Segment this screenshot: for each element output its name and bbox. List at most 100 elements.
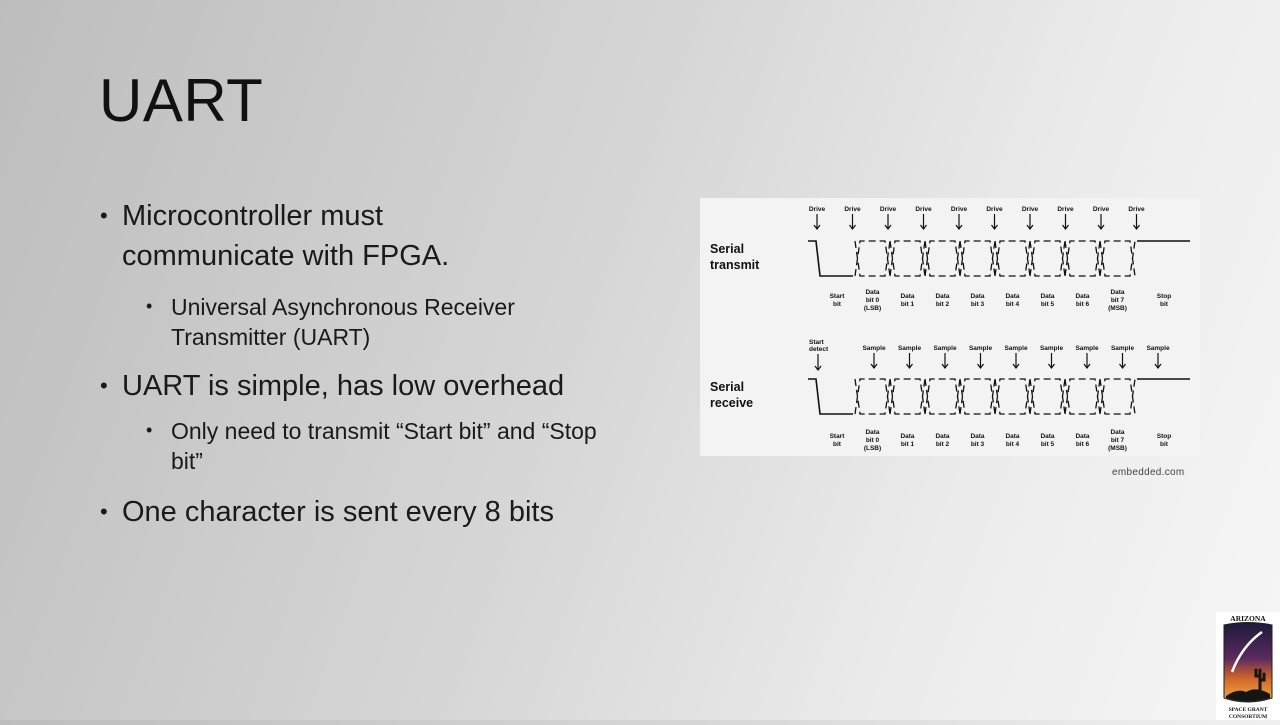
sample-marker-label-5: Sample (1040, 345, 1064, 352)
rx-bit-label-9-0: Stop (1157, 433, 1171, 440)
rx-bit-label-7-0: Data (1075, 433, 1089, 440)
sub-bullet-1: Universal Asynchronous Receiver Transmit… (100, 291, 660, 352)
rx-bit-label-1-1: bit 0 (866, 437, 880, 444)
sample-marker-label-6: Sample (1075, 345, 1099, 352)
tx-data-cell-2 (924, 240, 961, 277)
drive-marker-label-4: Drive (951, 206, 968, 213)
uart-timing-diagram: Serial transmit Serial receive Start det… (700, 198, 1200, 456)
sample-marker-label-1: Sample (898, 345, 922, 352)
tx-bit-label-7-0: Data (1075, 293, 1089, 300)
rx-bit-label-4-0: Data (970, 433, 984, 440)
tx-bit-label-2-1: bit 1 (901, 301, 915, 308)
tx-bit-label-3-1: bit 2 (936, 301, 950, 308)
sample-marker-head-4 (1012, 363, 1020, 369)
sample-marker-label-7: Sample (1111, 345, 1135, 352)
tx-data-cell-0 (854, 240, 891, 277)
sample-marker-label-2: Sample (933, 345, 957, 352)
start-detect-label-1: Start (809, 339, 825, 346)
tx-start-edge (808, 240, 853, 277)
sub-bullet-1-text: Universal Asynchronous Receiver Transmit… (171, 294, 515, 350)
tx-bit-label-5-0: Data (1005, 293, 1019, 300)
tx-bit-label-6-0: Data (1040, 293, 1054, 300)
tx-data-cell-4 (994, 240, 1031, 277)
tx-bit-label-0-1: bit (833, 301, 842, 308)
drive-marker-label-2: Drive (880, 206, 897, 213)
rx-bit-label-5-0: Data (1005, 433, 1019, 440)
rx-bit-label-7-1: bit 6 (1076, 441, 1090, 448)
bullet-3: One character is sent every 8 bits (100, 492, 660, 532)
bullet-3-text: One character is sent every 8 bits (122, 496, 554, 528)
rx-bit-label-2-0: Data (900, 433, 914, 440)
tx-bit-label-7-1: bit 6 (1076, 301, 1090, 308)
logo-bottom-text-1: SPACE GRANT (1229, 707, 1268, 713)
drive-marker-head-2 (884, 224, 892, 230)
sample-marker-head-3 (977, 363, 984, 369)
drive-marker-label-0: Drive (809, 206, 826, 213)
rx-bit-label-8-1: bit 7 (1111, 437, 1125, 444)
sub-bullet-2-text: Only need to transmit “Start bit” and “S… (171, 418, 597, 474)
slide-title: UART (99, 67, 264, 134)
tx-data-cell-7 (1099, 240, 1136, 277)
tx-bit-label-4-0: Data (970, 293, 984, 300)
bullet-list: Microcontroller must communicate with FP… (100, 196, 660, 542)
tx-bit-label-8-1: bit 7 (1111, 297, 1125, 304)
sample-marker-head-2 (941, 363, 949, 369)
tx-data-cell-1 (889, 240, 926, 277)
receive-label-2: receive (710, 396, 753, 410)
bullet-2: UART is simple, has low overhead (100, 366, 660, 406)
sample-marker-head-7 (1119, 363, 1126, 369)
rx-bit-label-2-1: bit 1 (901, 441, 915, 448)
transmit-waveform (808, 240, 1190, 277)
arizona-space-grant-logo: ARIZONA SPACE GRANT CONSORTIUM (1216, 612, 1280, 720)
rx-bit-label-1-0: Data (865, 429, 879, 436)
transmit-label-2: transmit (710, 258, 760, 272)
receive-label-1: Serial (710, 380, 744, 394)
rx-data-cell-6 (1064, 378, 1101, 415)
rx-bit-label-0-1: bit (833, 441, 842, 448)
rx-start-edge (808, 378, 853, 415)
drive-marker-label-1: Drive (844, 206, 861, 213)
sample-marker-head-6 (1083, 363, 1091, 369)
tx-bit-label-1-0: Data (865, 289, 879, 296)
tx-bit-label-1-1: bit 0 (866, 297, 880, 304)
tx-bit-label-8-0: Data (1110, 289, 1124, 296)
tx-data-cell-6 (1064, 240, 1101, 277)
sample-marker-head-5 (1048, 363, 1055, 369)
tx-bit-label-2-0: Data (900, 293, 914, 300)
sample-marker-head-1 (906, 363, 913, 369)
drive-marker-head-1 (849, 224, 856, 230)
logo-bottom-text-2: CONSORTIUM (1229, 714, 1268, 720)
drive-marker-head-8 (1097, 224, 1105, 230)
uart-timing-svg: Serial transmit Serial receive Start det… (710, 206, 1190, 452)
tx-bit-label-3-0: Data (935, 293, 949, 300)
drive-marker-label-9: Drive (1128, 206, 1145, 213)
start-detect-head (814, 365, 822, 371)
drive-marker-label-6: Drive (1022, 206, 1039, 213)
sample-marker-label-0: Sample (862, 345, 886, 352)
rx-data-cell-5 (1029, 378, 1066, 415)
tx-bit-label-9-0: Stop (1157, 293, 1171, 300)
drive-marker-head-0 (813, 224, 821, 230)
drive-marker-head-7 (1062, 224, 1069, 230)
drive-marker-head-5 (991, 224, 998, 230)
bullet-1-text: Microcontroller must communicate with FP… (122, 200, 450, 272)
tx-bit-label-4-1: bit 3 (971, 301, 985, 308)
rx-data-cell-4 (994, 378, 1031, 415)
rx-bit-label-3-0: Data (935, 433, 949, 440)
sample-marker-label-3: Sample (969, 345, 993, 352)
tx-data-cell-3 (959, 240, 996, 277)
sub-bullet-2: Only need to transmit “Start bit” and “S… (100, 415, 660, 476)
tx-bit-label-5-1: bit 4 (1006, 301, 1020, 308)
rx-data-cell-7 (1099, 378, 1136, 415)
logo-top-text: ARIZONA (1230, 614, 1266, 623)
rx-bit-label-0-0: Start (830, 433, 846, 440)
drive-marker-head-3 (920, 224, 927, 230)
rx-bit-label-6-1: bit 5 (1041, 441, 1055, 448)
bullet-1: Microcontroller must communicate with FP… (100, 196, 660, 276)
drive-marker-label-3: Drive (915, 206, 932, 213)
rx-data-cell-3 (959, 378, 996, 415)
drive-marker-head-6 (1026, 224, 1034, 230)
receive-waveform (808, 378, 1190, 415)
